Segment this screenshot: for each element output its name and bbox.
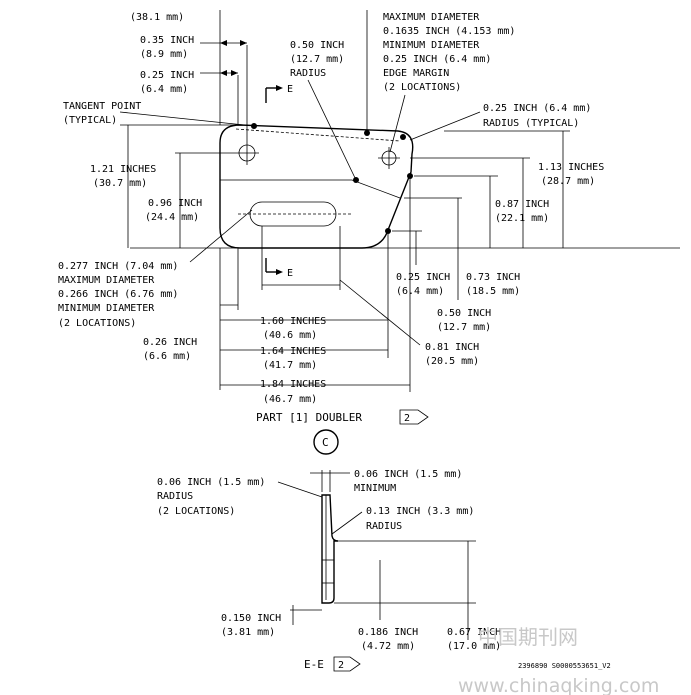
sec-leader-r006: [277, 481, 323, 498]
max-diameter-value: 0.1635 INCH (4.153 mm): [383, 26, 515, 37]
radius-050-inch: 0.50 INCH: [290, 40, 344, 51]
min-diameter-label: MINIMUM DIAMETER: [383, 40, 480, 51]
dim-081-mm: (20.5 mm): [425, 356, 479, 367]
bend-line: [235, 128, 401, 142]
dim-113-inch: 1.13 INCHES: [538, 162, 604, 173]
sec-r006-value: 0.06 INCH (1.5 mm): [157, 477, 265, 488]
sec-067-mm: (17.0 mm): [447, 641, 501, 652]
tangent-point-typical: (TYPICAL): [63, 115, 117, 126]
dim-184-inch: 1.84 INCHES: [260, 379, 326, 390]
watermark-url: www.chinaqking.com: [458, 675, 659, 695]
edge-margin-locations: (2 LOCATIONS): [383, 82, 461, 93]
sec-0150-mm: (3.81 mm): [221, 627, 275, 638]
slot-min-label: MINIMUM DIAMETER: [58, 303, 155, 314]
dim-087-inch: 0.87 INCH: [495, 199, 549, 210]
section-mark-top-arrow: [276, 85, 283, 91]
sec-min-value: 0.06 INCH (1.5 mm): [354, 469, 462, 480]
drawing-id: 2396890 S0000553651_V2: [518, 662, 611, 670]
sec-0150-inch: 0.150 INCH: [221, 613, 281, 624]
sec-r006-radius: RADIUS: [157, 491, 193, 502]
tangent-dot-4: [407, 173, 413, 179]
radius-050-mm: (12.7 mm): [290, 54, 344, 65]
dim-025-arrow-l: [220, 70, 227, 76]
sec-067-inch: 0.67 INCH: [447, 627, 501, 638]
flag-note: 2: [404, 413, 410, 424]
dim-026-mm: (6.6 mm): [143, 351, 191, 362]
radius-025-typical: RADIUS (TYPICAL): [483, 118, 579, 129]
dim-025-inch: 0.25 INCH: [140, 70, 194, 81]
dim-121-mm: (30.7 mm): [93, 178, 147, 189]
dim-096-mm: (24.4 mm): [145, 212, 199, 223]
slot: [249, 201, 337, 227]
dim-025-arrow: [231, 70, 238, 76]
dim-050-inch: 0.50 INCH: [437, 308, 491, 319]
leader-081: [339, 279, 421, 346]
leader-slot: [189, 209, 253, 263]
sec-min-label: MINIMUM: [354, 483, 396, 494]
doubler-outline: [219, 124, 414, 249]
slot-locations: (2 LOCATIONS): [58, 318, 136, 329]
flag-note-shape: [399, 409, 429, 425]
sec-r013-value: 0.13 INCH (3.3 mm): [366, 506, 474, 517]
radius-050-label: RADIUS: [290, 68, 326, 79]
dim-026-inch: 0.26 INCH: [143, 337, 197, 348]
sec-leader-r013: [331, 511, 363, 535]
sec-0186-inch: 0.186 INCH: [358, 627, 418, 638]
dim-035-arrow-l: [220, 40, 227, 46]
dim-121-inch: 1.21 INCHES: [90, 164, 156, 175]
dim-164-inch: 1.64 INCHES: [260, 346, 326, 357]
dim-050-mm: (12.7 mm): [437, 322, 491, 333]
leader-tangent: [119, 111, 255, 127]
tangent-point-label: TANGENT POINT: [63, 101, 141, 112]
part-title: PART [1] DOUBLER: [256, 411, 362, 424]
view-callout: C: [322, 436, 329, 449]
tangent-dot-3: [400, 134, 406, 140]
section-profile: [321, 494, 339, 604]
edge-margin-value: 0.25 INCH (6.4 mm): [383, 54, 491, 65]
dim-096-inch: 0.96 INCH: [148, 198, 202, 209]
leader-r050: [307, 79, 357, 181]
dim-160-inch: 1.60 INCHES: [260, 316, 326, 327]
radius-025-value: 0.25 INCH (6.4 mm): [483, 103, 591, 114]
flange-line: [220, 179, 401, 199]
dim-025b-mm: (6.4 mm): [396, 286, 444, 297]
dim-087-mm: (22.1 mm): [495, 213, 549, 224]
edge-margin-label: EDGE MARGIN: [383, 68, 449, 79]
slot-max-label: MAXIMUM DIAMETER: [58, 275, 155, 286]
sec-r013-radius: RADIUS: [366, 521, 402, 532]
dim-035-arrow: [240, 40, 247, 46]
section-flag-shape: [333, 656, 361, 672]
section-mark-bot-arrow: [276, 269, 283, 275]
tangent-dot-2: [364, 130, 370, 136]
watermark-chinese: 中国期刊网: [478, 625, 578, 649]
leader-maxdia: [389, 94, 406, 153]
dim-184-mm: (46.7 mm): [263, 394, 317, 405]
dim-035-mm: (8.9 mm): [140, 49, 188, 60]
max-diameter-label: MAXIMUM DIAMETER: [383, 12, 480, 23]
slot-max-value: 0.277 INCH (7.04 mm): [58, 261, 178, 272]
tangent-dot-5: [385, 228, 391, 234]
section-mark-top: E: [287, 84, 293, 95]
dim-025b-inch: 0.25 INCH: [396, 272, 450, 283]
section-mark-bot: E: [287, 268, 293, 279]
dim-035-inch: 0.35 INCH: [140, 35, 194, 46]
view-callout-circle: [313, 429, 339, 455]
leader-r025: [409, 111, 481, 141]
dim-081-inch: 0.81 INCH: [425, 342, 479, 353]
section-flag-note: 2: [338, 660, 344, 671]
slot-min-value: 0.266 INCH (6.76 mm): [58, 289, 178, 300]
dim-164-mm: (41.7 mm): [263, 360, 317, 371]
dim-073-inch: 0.73 INCH: [466, 272, 520, 283]
dim-073-mm: (18.5 mm): [466, 286, 520, 297]
section-title: E-E: [304, 658, 324, 671]
sec-r006-locations: (2 LOCATIONS): [157, 506, 235, 517]
dim-160-mm: (40.6 mm): [263, 330, 317, 341]
top-dim-label: (38.1 mm): [130, 12, 184, 23]
dim-113-mm: (28.7 mm): [541, 176, 595, 187]
sec-0186-mm: (4.72 mm): [361, 641, 415, 652]
dim-025-mm: (6.4 mm): [140, 84, 188, 95]
